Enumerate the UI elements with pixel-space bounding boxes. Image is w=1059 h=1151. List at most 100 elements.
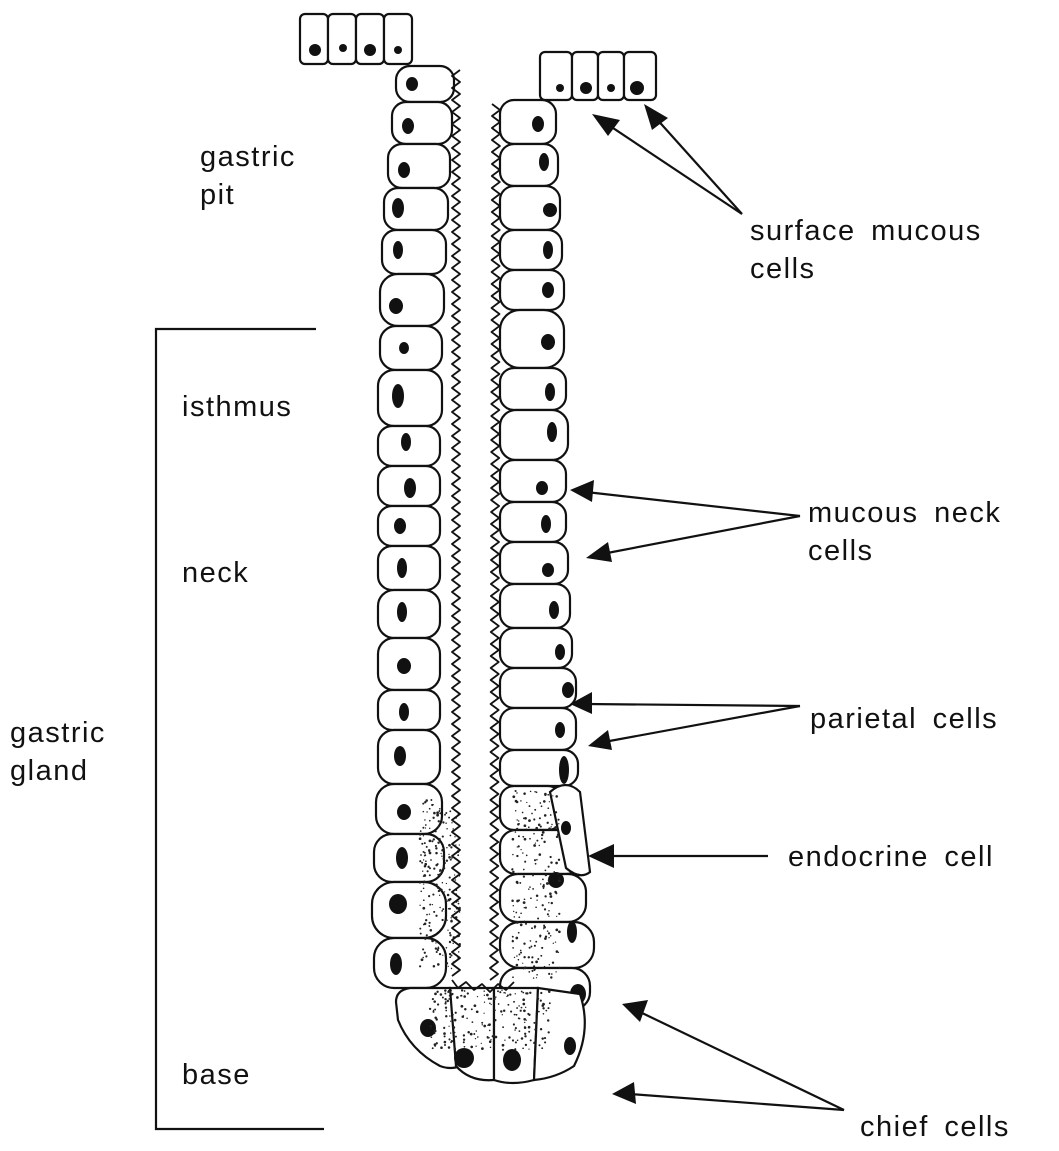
granule-dot: [548, 973, 550, 975]
granule-dot: [533, 965, 535, 967]
granule-dot: [515, 912, 517, 914]
label-gastric-pit-line2: pit: [200, 179, 235, 211]
granule-dot: [425, 827, 426, 828]
granule-dot: [522, 1047, 524, 1049]
granule-dot: [429, 913, 430, 914]
granule-dot: [433, 812, 436, 815]
granule-dot: [539, 817, 541, 819]
granule-dot: [512, 947, 514, 949]
granule-dot: [435, 852, 438, 855]
granule-dot: [550, 976, 552, 978]
granule-dot: [515, 993, 516, 994]
granule-dot: [510, 1011, 512, 1013]
granule-dot: [517, 1040, 519, 1042]
granule-dot: [439, 808, 441, 810]
granule-dot: [528, 971, 530, 973]
granule-dot: [483, 1013, 484, 1014]
granule-dot: [514, 916, 516, 918]
granule-dot: [429, 852, 432, 855]
granule-dot: [449, 953, 451, 955]
granule-dot: [545, 870, 547, 872]
granule-dot: [559, 967, 561, 969]
granule-dot: [431, 940, 434, 943]
granule-dot: [459, 844, 460, 845]
granule-dot: [439, 953, 441, 955]
granule-dot: [423, 811, 425, 813]
granule-dot: [503, 1010, 505, 1012]
granule-dot: [516, 955, 518, 957]
granule-dot: [522, 852, 524, 854]
granule-dot: [458, 903, 460, 905]
granule-dot: [487, 1025, 488, 1026]
granule-dot: [526, 1019, 527, 1020]
granule-dot: [534, 859, 536, 861]
granule-dot: [523, 943, 525, 945]
granule-dot: [515, 810, 517, 812]
granule-dot: [451, 993, 453, 995]
granule-dot: [552, 795, 553, 796]
chief-cells-arrows: [612, 1000, 844, 1110]
granule-dot: [545, 1010, 547, 1012]
granule-dot: [454, 911, 455, 912]
granule-dot: [523, 956, 525, 958]
granule-dot: [436, 991, 438, 993]
granule-dot: [422, 827, 424, 829]
granule-dot: [421, 862, 423, 864]
granule-dot: [547, 794, 549, 796]
granule-dot: [450, 1032, 451, 1033]
granule-dot: [483, 990, 485, 992]
granule-dot: [439, 895, 440, 896]
granule-dot: [535, 961, 538, 964]
granule-dot: [454, 836, 455, 837]
granule-dot: [517, 846, 518, 847]
granule-dot: [546, 882, 549, 885]
granule-dot: [524, 898, 526, 900]
granule-dot: [455, 879, 457, 881]
granule-dot: [489, 1030, 491, 1032]
granule-dot: [512, 936, 514, 938]
granule-dot: [470, 1046, 473, 1049]
granule-dot: [528, 826, 530, 828]
label-parietal-cells: parietal cells: [810, 703, 998, 735]
granule-dot: [505, 992, 506, 993]
granule-dot: [558, 952, 559, 953]
granule-dot: [548, 1031, 550, 1033]
granule-dot: [463, 1034, 465, 1036]
granule-dot: [533, 1042, 535, 1044]
granule-dot: [524, 907, 525, 908]
granule-dot: [512, 1039, 514, 1041]
granule-dot: [463, 1015, 464, 1016]
granule-dot: [423, 899, 425, 901]
granule-dot: [524, 1026, 525, 1027]
granule-dot: [486, 994, 489, 997]
granule-dot: [448, 854, 449, 855]
granule-dot: [455, 1036, 457, 1038]
granule-dot: [519, 882, 521, 884]
granule-dot: [443, 1027, 445, 1029]
granule-dot: [441, 855, 442, 856]
lumen-border-left: [452, 70, 460, 976]
granule-dot: [430, 1025, 432, 1027]
granule-dot: [536, 894, 539, 897]
granule-dot: [538, 1044, 540, 1046]
granule-dot: [536, 974, 538, 976]
granule-dot: [513, 911, 514, 912]
granule-dot: [523, 901, 526, 904]
granule-dot: [531, 956, 533, 958]
granule-dot: [555, 795, 558, 798]
granule-dot: [424, 863, 427, 866]
granule-dot: [515, 790, 517, 792]
granule-dot: [516, 1014, 518, 1016]
granule-dot: [444, 865, 445, 866]
granule-dot: [451, 1040, 453, 1042]
granule-dot: [540, 1000, 542, 1002]
granule-dot: [431, 840, 433, 842]
granule-dot: [425, 919, 427, 921]
label-gastric-gland-line2: gland: [10, 755, 88, 787]
granule-dot: [516, 921, 519, 924]
granule-dot: [463, 995, 466, 998]
granule-dot: [531, 927, 533, 929]
granule-dot: [491, 1004, 492, 1005]
granule-dot: [543, 1013, 545, 1015]
granule-dot: [542, 831, 545, 834]
